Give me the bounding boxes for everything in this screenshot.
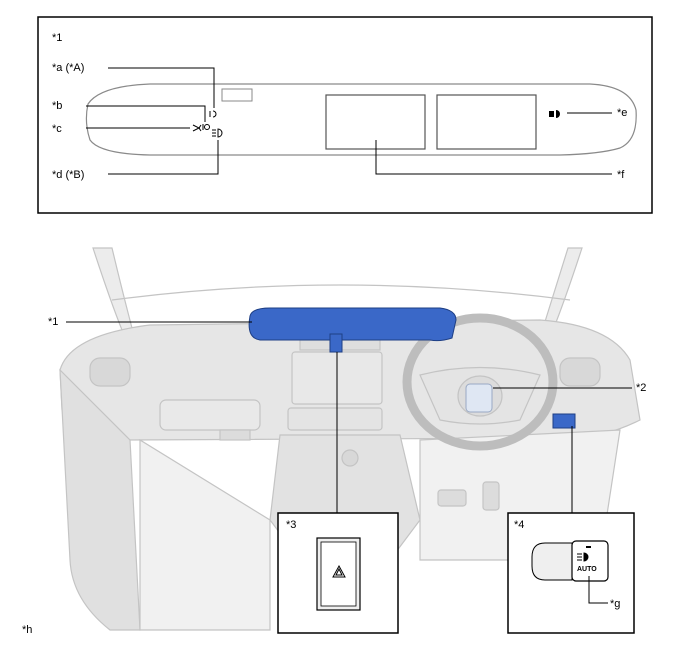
main-leader-lines: [66, 321, 632, 513]
auto-headlight-indicator-icon: [212, 128, 223, 138]
callout-g-leader: [588, 576, 608, 604]
headlight-switch-left-panel: [531, 542, 573, 581]
hazard-switch-highlight: [329, 333, 343, 353]
callout-b: *b: [52, 100, 62, 112]
auto-label: AUTO: [577, 566, 597, 573]
meter-outline: [85, 83, 637, 156]
callout-c: *c: [52, 123, 62, 135]
headlight-indicator-icon: [549, 110, 560, 118]
callout-h: *h: [22, 624, 32, 636]
callout-g: *g: [610, 598, 620, 610]
auto-headlight-icon: [577, 552, 589, 562]
hazard-switch-button: [320, 541, 357, 607]
callout-4: *4: [514, 519, 524, 531]
switch-indicator-led: [586, 546, 591, 548]
callout-e: *e: [617, 107, 627, 119]
callout-a: *a (*A): [52, 62, 84, 74]
headlight-switch-button: [571, 540, 609, 582]
rear-fog-indicator-icon: [202, 124, 210, 130]
inset-leader-lines: [86, 67, 612, 175]
meter-display-right: [436, 94, 537, 150]
callout-1-main: *1: [48, 316, 58, 328]
headlight-switch-highlight: [552, 413, 576, 429]
callout-3: *3: [286, 519, 296, 531]
tail-light-indicator-icon: [192, 124, 202, 132]
meter-small-slot: [221, 88, 253, 102]
combination-meter-highlight: [248, 307, 457, 342]
callout-d: *d (*B): [52, 169, 84, 181]
callout-2: *2: [636, 382, 646, 394]
hazard-triangle-icon: [332, 564, 346, 578]
callout-1-top: *1: [52, 32, 62, 44]
fog-light-indicator-icon: [209, 110, 217, 118]
steering-switch-highlight: [465, 383, 493, 413]
callout-f: *f: [617, 169, 625, 181]
